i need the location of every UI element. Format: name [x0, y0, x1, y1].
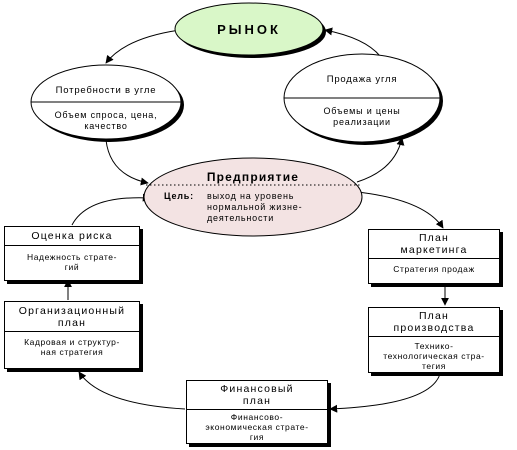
- production-plan-title-1: План: [418, 310, 450, 322]
- sales-title: Продажа угля: [327, 74, 398, 85]
- financial-plan-header: Финансовый план: [187, 381, 327, 410]
- arrow-enterprise-to-marketing: [357, 191, 444, 229]
- market-label: РЫНОК: [217, 22, 281, 37]
- production-plan-subtitle-2: технологическая стра-: [383, 351, 485, 361]
- arrow-risk-to-enterprise: [71, 193, 151, 226]
- connectors: [64, 27, 449, 413]
- enterprise-goal-label: Цель:: [164, 191, 194, 201]
- org-plan-title-1: Организационный: [18, 305, 126, 317]
- risk-title: Оценка риска: [5, 227, 139, 246]
- market-node: РЫНОК: [174, 2, 326, 58]
- financial-plan-title-1: Финансовый: [220, 383, 294, 395]
- financial-plan-subtitle-3: гия: [249, 432, 265, 442]
- sales-node: Продажа угля Объемы и цены реализации: [283, 53, 443, 145]
- marketing-plan-box: План маркетинга Стратегия продаж: [368, 229, 500, 284]
- arrow-needs-to-enterprise: [105, 139, 149, 186]
- risk-subtitle-1: Надежность страте-: [26, 252, 118, 262]
- market-ellipse: [174, 2, 324, 56]
- financial-plan-subtitle-1: Финансово-: [230, 412, 284, 422]
- risk-subtitle-2: гий: [64, 262, 80, 272]
- risk-box: Оценка риска Надежность страте- гий: [4, 226, 140, 281]
- enterprise-ellipse: [143, 157, 363, 237]
- enterprise-title: Предприятие: [207, 170, 299, 184]
- needs-subtitle-2: качество: [84, 121, 127, 131]
- arrow-market-to-needs: [105, 29, 181, 64]
- production-plan-header: План производства: [369, 308, 499, 337]
- production-plan-subtitle-1: Технико-: [414, 341, 454, 351]
- enterprise-goal-1: выход на уровень: [207, 191, 294, 201]
- marketing-plan-subtitle-1: Стратегия продаж: [393, 264, 475, 274]
- financial-plan-subtitle-2: экономическая страте-: [205, 422, 309, 432]
- sales-subtitle-2: реализации: [333, 117, 391, 127]
- org-plan-subtitle-2: ная стратегия: [40, 347, 104, 357]
- arrow-financial-to-org: [78, 371, 186, 410]
- production-plan-subtitle-3: тегия: [422, 361, 446, 371]
- org-plan-header: Организационный план: [5, 302, 139, 332]
- arrow-sales-to-market: [324, 27, 381, 57]
- org-plan-box: Организационный план Кадровая и структур…: [4, 301, 140, 369]
- marketing-plan-title-2: маркетинга: [400, 244, 468, 256]
- arrow-production-to-financial: [329, 373, 441, 413]
- needs-subtitle-1: Объем спроса, цена,: [55, 110, 158, 120]
- production-plan-title-2: производства: [393, 322, 475, 334]
- enterprise-goal-2: нормальной жизне-: [207, 202, 302, 212]
- org-plan-title-2: план: [57, 317, 87, 329]
- arrow-enterprise-to-sales: [356, 137, 405, 183]
- enterprise-node: Предприятие Цель: выход на уровень норма…: [143, 157, 363, 237]
- financial-plan-title-2: план: [242, 395, 272, 407]
- needs-node: Потребности в угле Объем спроса, цена, к…: [30, 64, 184, 142]
- marketing-plan-header: План маркетинга: [369, 230, 499, 259]
- needs-title: Потребности в угле: [56, 85, 157, 96]
- financial-plan-box: Финансовый план Финансово- экономическая…: [186, 380, 328, 444]
- sales-subtitle-1: Объемы и цены: [323, 106, 400, 116]
- production-plan-box: План производства Технико- технологическ…: [368, 307, 500, 373]
- enterprise-goal-3: деятельности: [207, 213, 274, 223]
- org-plan-subtitle-1: Кадровая и структур-: [24, 337, 120, 347]
- marketing-plan-title-1: План: [418, 232, 450, 244]
